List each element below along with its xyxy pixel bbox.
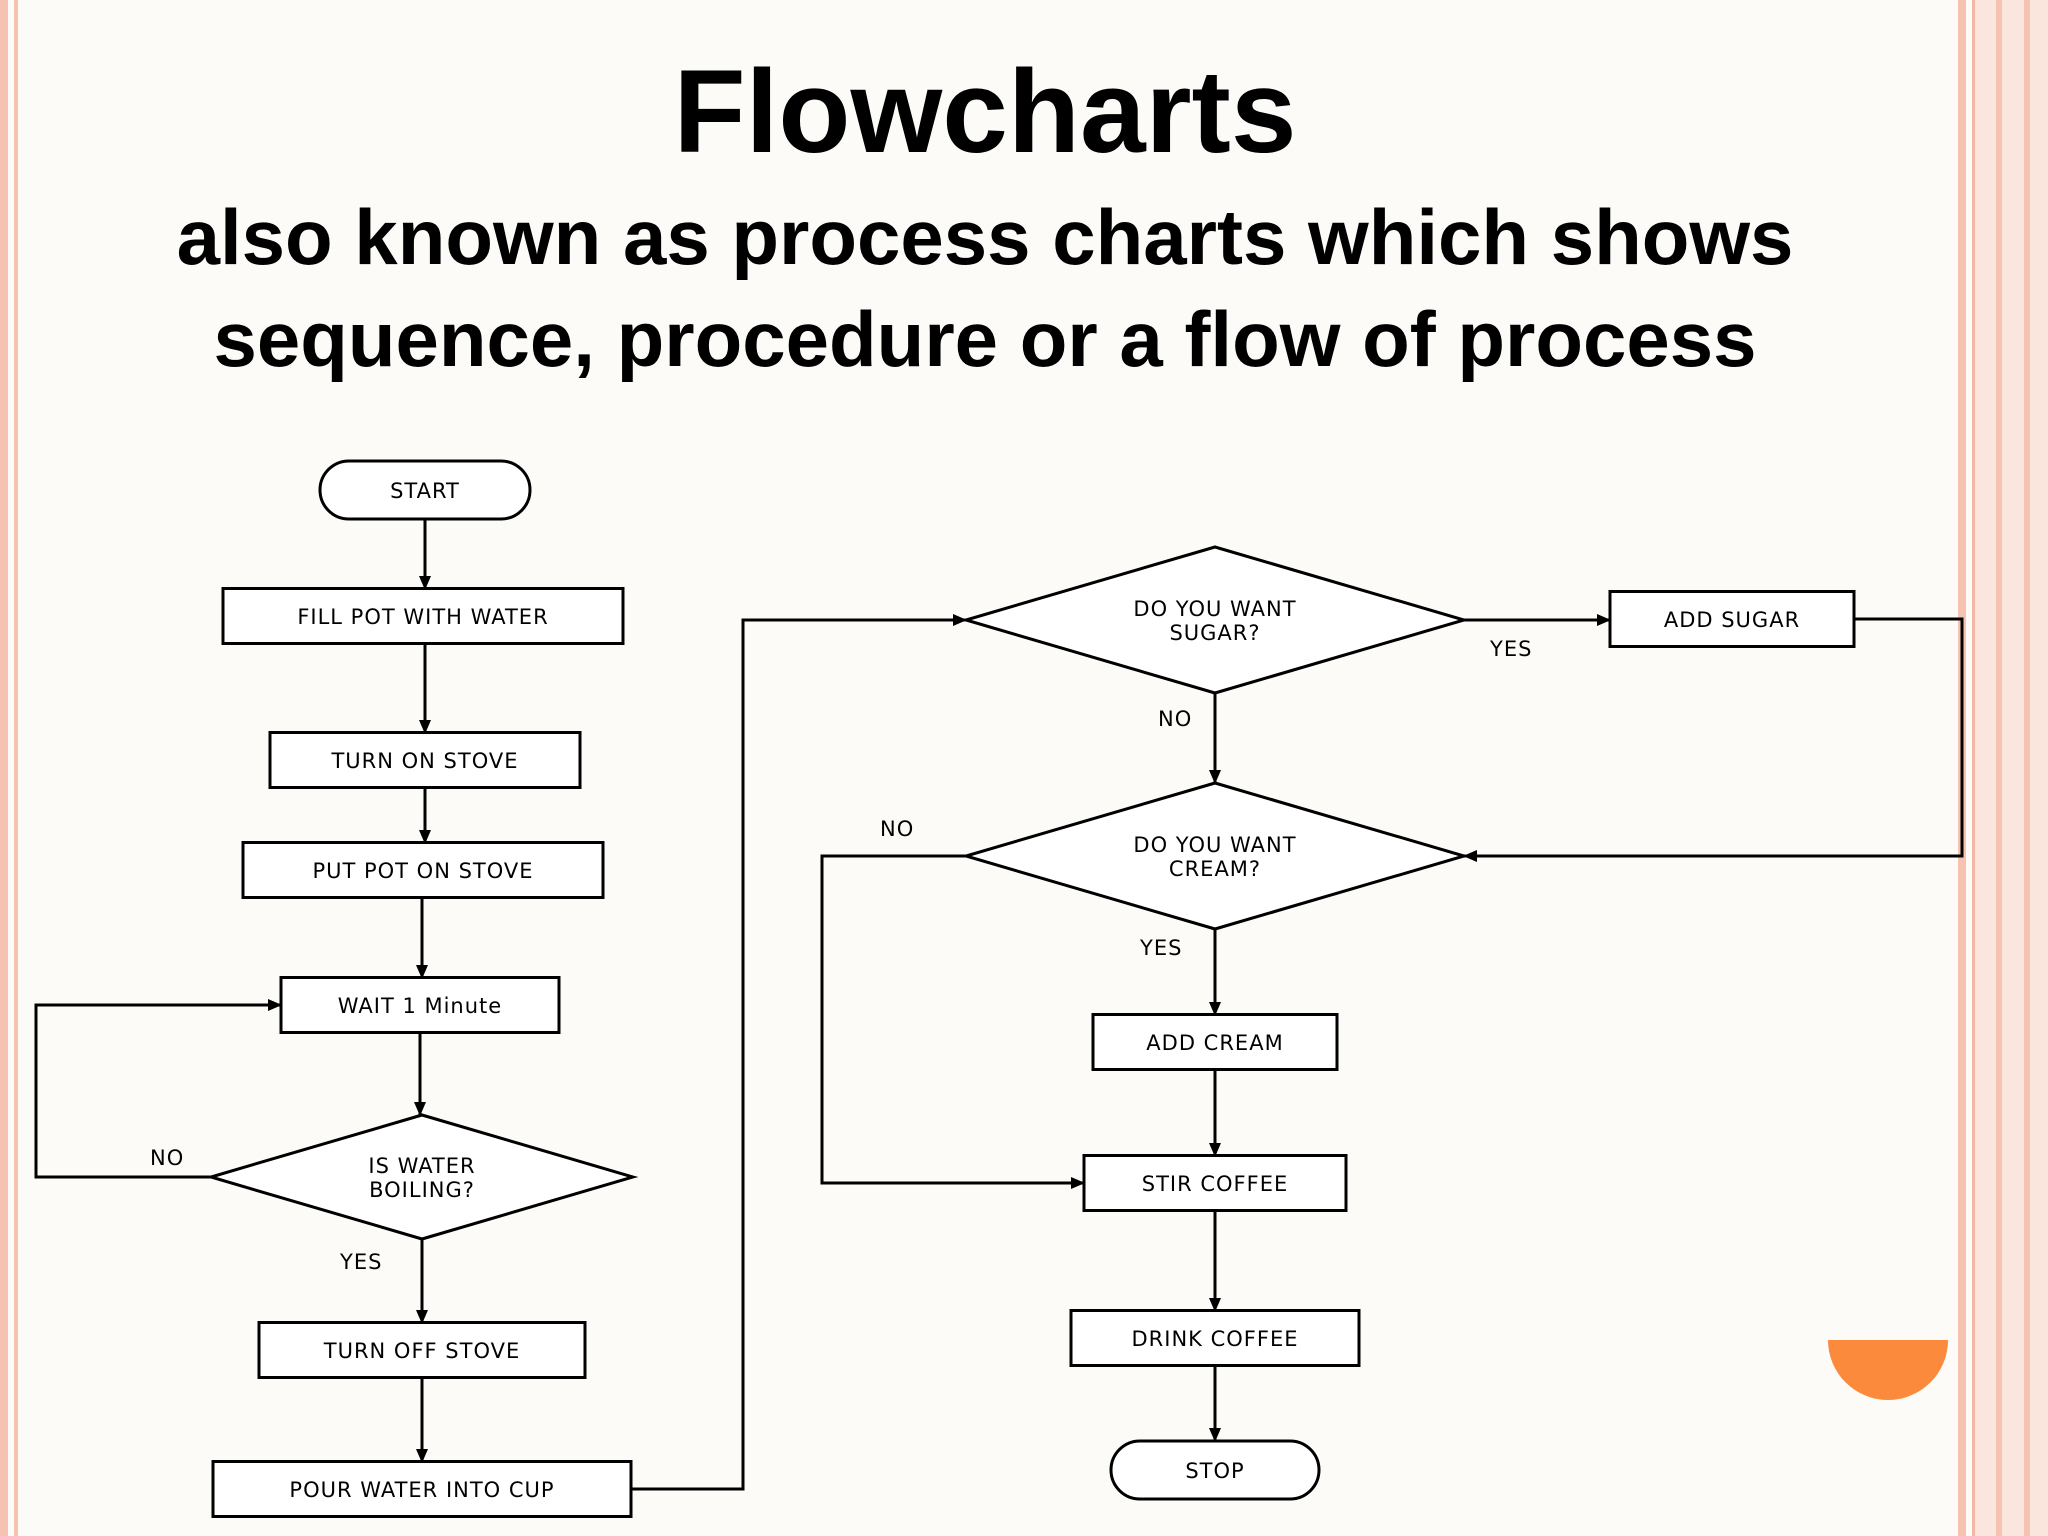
node-label: SUGAR? <box>1169 621 1260 645</box>
node-shape <box>1091 1013 1339 1071</box>
edge-add-sugar-to-want-cream <box>1463 617 1964 862</box>
node-shape <box>221 587 625 645</box>
node-shape <box>211 1460 633 1518</box>
node-label: CREAM? <box>1169 857 1261 881</box>
node-label: DRINK COFFEE <box>1132 1327 1299 1351</box>
node-stop: STOP <box>1109 1439 1321 1501</box>
node-shape <box>1069 1309 1361 1367</box>
edge-label: YES <box>1139 936 1182 960</box>
edge-label: NO <box>150 1146 184 1170</box>
node-shape <box>318 459 532 521</box>
node-fill-pot: FILL POT WITH WATER <box>221 587 625 645</box>
node-shape <box>268 731 582 789</box>
node-label: START <box>390 479 460 503</box>
edge-pour-water-to-want-sugar <box>631 614 967 1491</box>
node-drink-coffee: DRINK COFFEE <box>1069 1309 1361 1367</box>
node-shape <box>241 841 605 899</box>
right-border-stripe-inner <box>1996 0 2002 1536</box>
node-label: STOP <box>1185 1459 1244 1483</box>
node-turn-on-stove: TURN ON STOVE <box>268 731 582 789</box>
node-add-cream: ADD CREAM <box>1091 1013 1339 1071</box>
slide-title: Flowcharts <box>673 46 1297 178</box>
slide-subtitle-line-2: sequence, procedure or a flow of process <box>213 295 1757 383</box>
node-label: POUR WATER INTO CUP <box>289 1478 554 1502</box>
node-label: TURN OFF STOVE <box>323 1339 521 1363</box>
slide-subtitle: also known as process charts which shows… <box>0 186 1970 390</box>
node-label: FILL POT WITH WATER <box>297 605 548 629</box>
edge-label: YES <box>339 1250 382 1274</box>
node-shape <box>1082 1154 1348 1212</box>
node-label: STIR COFFEE <box>1142 1172 1289 1196</box>
node-wait: WAIT 1 Minute <box>279 976 561 1034</box>
node-add-sugar: ADD SUGAR <box>1608 590 1856 648</box>
node-turn-off-stove: TURN OFF STOVE <box>257 1321 587 1379</box>
left-border-stripe <box>0 0 8 1536</box>
node-label: IS WATER <box>368 1154 475 1178</box>
node-stir-coffee: STIR COFFEE <box>1082 1154 1348 1212</box>
node-shape <box>279 976 561 1034</box>
node-label: ADD SUGAR <box>1664 608 1800 632</box>
right-border-stripe-outer <box>2024 0 2030 1536</box>
edge-is-boiling-to-wait <box>34 999 282 1179</box>
node-label: ADD CREAM <box>1146 1031 1283 1055</box>
node-shape <box>960 545 1470 695</box>
node-label: BOILING? <box>369 1178 475 1202</box>
node-label: PUT POT ON STOVE <box>312 859 533 883</box>
node-pour-water: POUR WATER INTO CUP <box>211 1460 633 1518</box>
node-start: START <box>318 459 532 521</box>
node-label: DO YOU WANT <box>1133 833 1296 857</box>
left-border-stripe-thin <box>14 0 18 1536</box>
node-label: DO YOU WANT <box>1133 597 1296 621</box>
node-put-pot: PUT POT ON STOVE <box>241 841 605 899</box>
node-shape <box>205 1113 639 1241</box>
edge-want-cream-to-stir-coffee <box>820 854 1085 1189</box>
node-label: TURN ON STOVE <box>330 749 518 773</box>
node-shape <box>257 1321 587 1379</box>
node-label: WAIT 1 Minute <box>338 994 502 1018</box>
slide-subtitle-line-1: also known as process charts which shows <box>176 193 1794 281</box>
edge-label: YES <box>1489 637 1532 661</box>
node-shape <box>1109 1439 1321 1501</box>
node-shape <box>1608 590 1856 648</box>
edge-label: NO <box>1158 707 1192 731</box>
right-border-panel <box>1972 0 2048 1536</box>
node-shape <box>960 781 1470 931</box>
edge-label: NO <box>880 817 914 841</box>
